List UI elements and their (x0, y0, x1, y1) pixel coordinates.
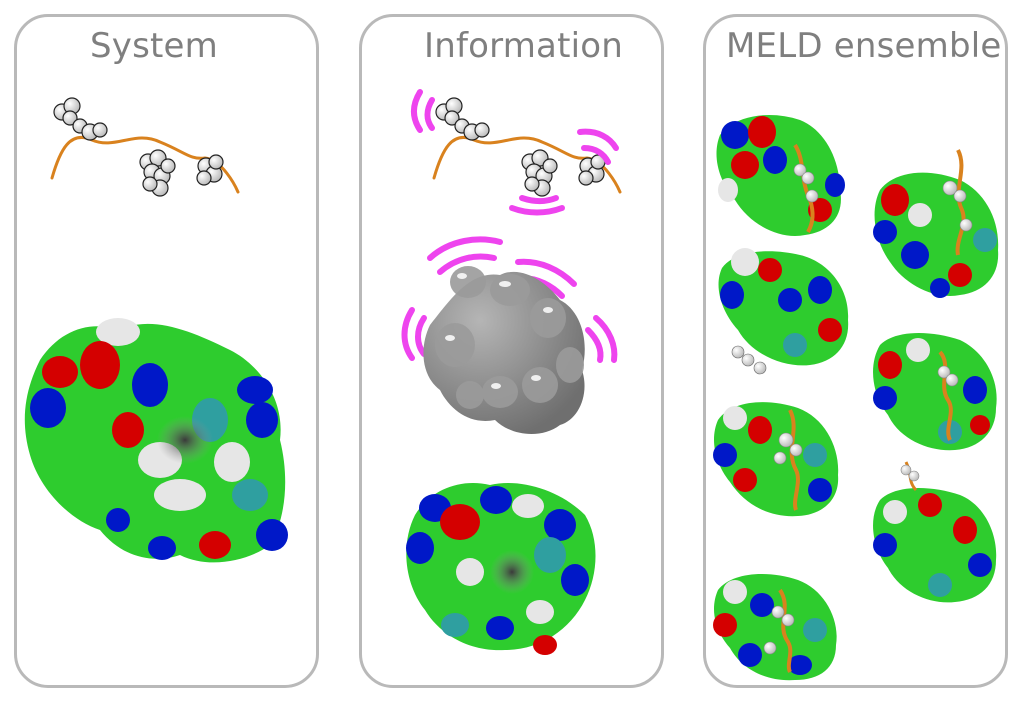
protein-surface-icon (713, 115, 999, 681)
peptide-chain-icon (50, 97, 240, 197)
protein-surface-icon (406, 483, 596, 655)
peptide-chain-icon (432, 97, 622, 197)
panel-title-system: System (90, 26, 218, 66)
protein-surface-icon (423, 266, 585, 435)
panel-title-information: Information (424, 26, 624, 66)
panel-title-meld-ensemble: MELD ensemble (726, 26, 1002, 66)
restraint-signal-icon (401, 89, 619, 363)
protein-surface-icon (24, 318, 288, 563)
